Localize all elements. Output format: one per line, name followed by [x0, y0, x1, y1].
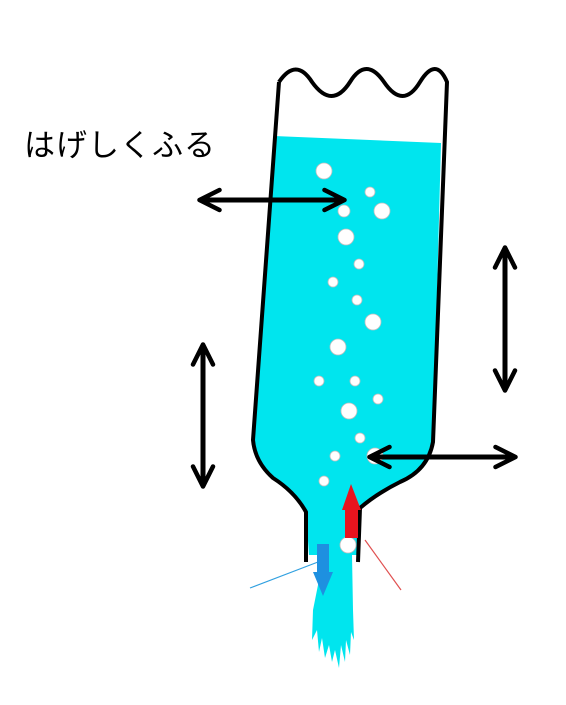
bubble [315, 162, 333, 180]
red-arrow-up-icon [342, 484, 361, 538]
bubbles [313, 162, 391, 554]
bottle-outline [251, 67, 449, 563]
bubble [340, 402, 358, 420]
thin-line-blue [249, 561, 319, 589]
caption-shake-hard: はげしくふる [24, 128, 216, 164]
bubble [364, 313, 382, 331]
bubble [364, 186, 376, 198]
bubble [318, 475, 330, 487]
thin-line-red [364, 539, 402, 591]
bubble [372, 393, 384, 405]
bubble [349, 375, 361, 387]
bubble [353, 258, 365, 270]
bubble [327, 276, 339, 288]
bubble [337, 228, 355, 246]
bubble [354, 432, 366, 444]
bubble [351, 294, 363, 306]
bubble [373, 202, 391, 220]
bubble [339, 536, 357, 554]
bubble [329, 338, 347, 356]
blue-arrow-down-icon [313, 544, 333, 596]
bubble [313, 375, 325, 387]
bubble [329, 450, 341, 462]
bubble [337, 204, 351, 218]
